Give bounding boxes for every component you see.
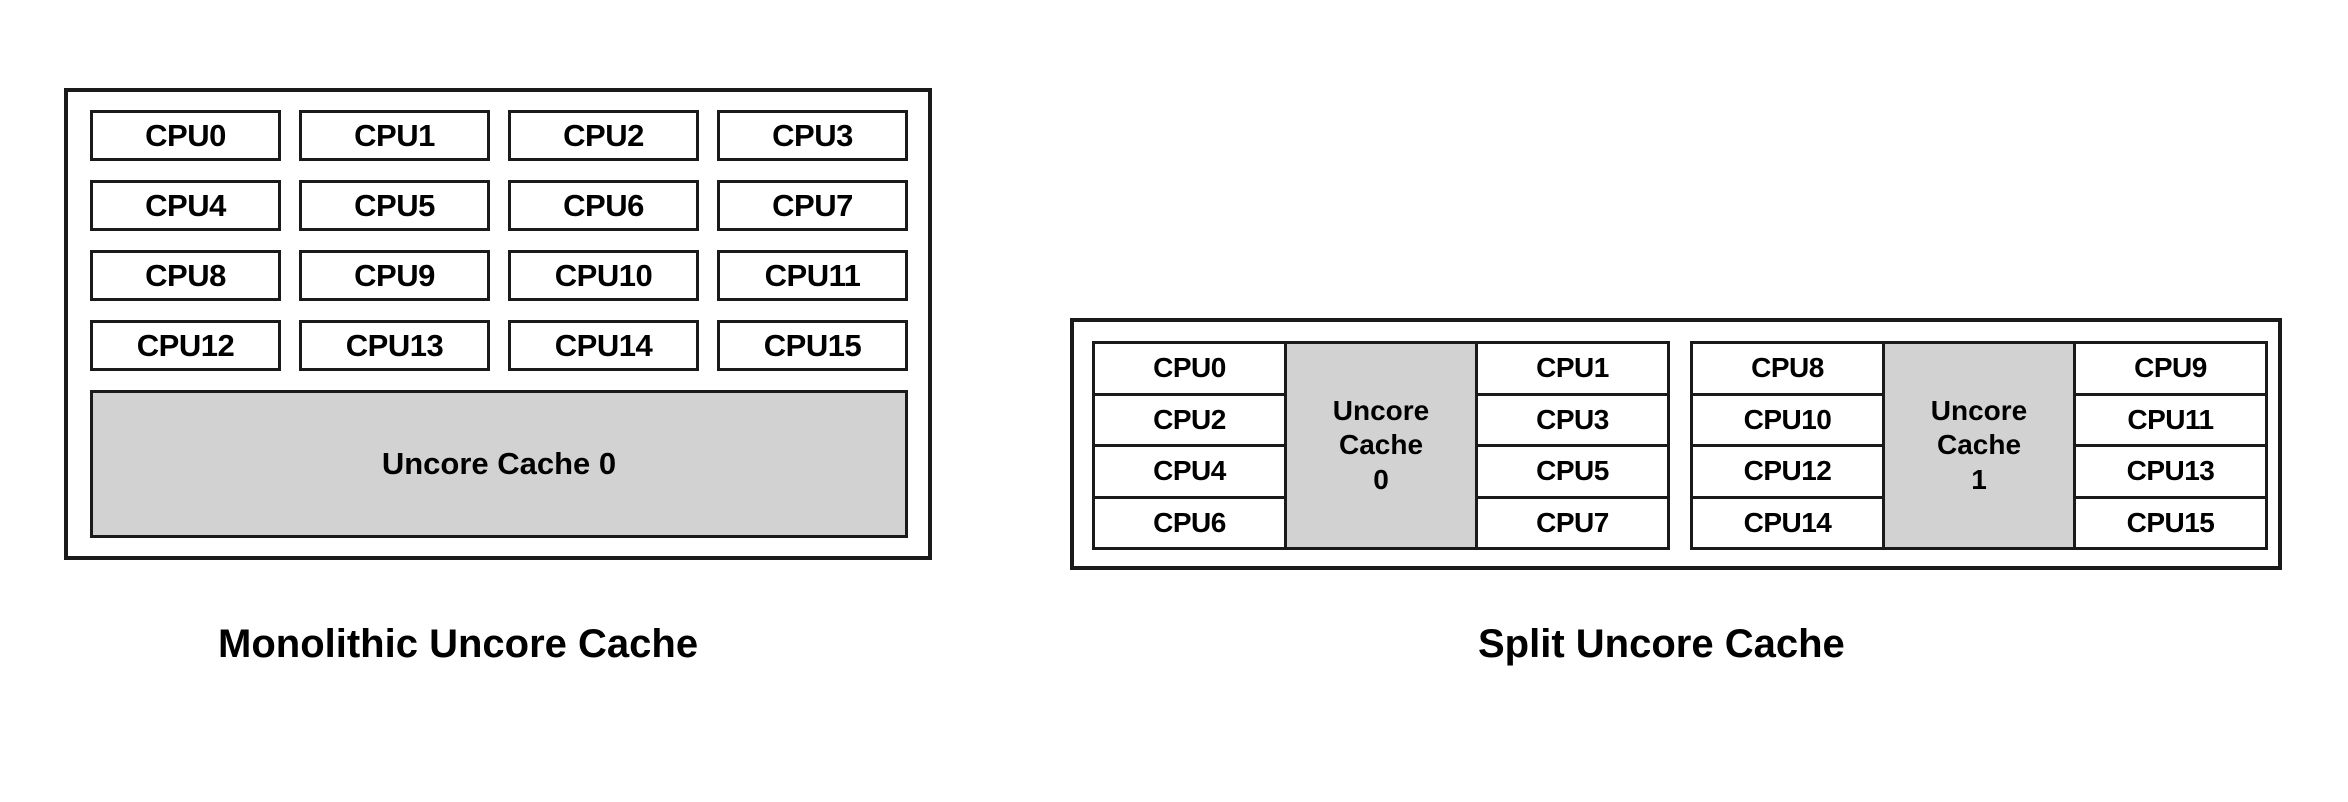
split-group-0-cache-column: Uncore Cache 0	[1284, 341, 1478, 550]
cpu-box: CPU8	[90, 250, 281, 301]
monolithic-uncore-cache-panel: CPU0 CPU1 CPU2 CPU3 CPU4 CPU5 CPU6 CPU7 …	[64, 88, 932, 560]
cpu-box: CPU1	[1475, 341, 1670, 396]
split-caption: Split Uncore Cache	[1478, 622, 1845, 666]
cpu-box: CPU12	[90, 320, 281, 371]
cpu-box: CPU1	[299, 110, 490, 161]
cpu-box: CPU7	[717, 180, 908, 231]
uncore-cache-block: Uncore Cache 0	[90, 390, 908, 538]
split-group-1-right-cpu-column: CPU9 CPU11 CPU13 CPU15	[2073, 341, 2268, 550]
uncore-cache-label-line-2: Cache	[1936, 429, 2022, 461]
cpu-box: CPU14	[1690, 495, 1885, 550]
cpu-box: CPU7	[1475, 495, 1670, 550]
split-group-0-left-cpu-column: CPU0 CPU2 CPU4 CPU6	[1092, 341, 1287, 550]
monolithic-cpu-grid: CPU0 CPU1 CPU2 CPU3 CPU4 CPU5 CPU6 CPU7 …	[90, 110, 908, 371]
cpu-box: CPU3	[717, 110, 908, 161]
cpu-box: CPU15	[2073, 495, 2268, 550]
cpu-box: CPU11	[717, 250, 908, 301]
cpu-box: CPU10	[1690, 392, 1885, 447]
uncore-cache-index: 0	[1373, 463, 1389, 495]
cpu-box: CPU6	[1092, 495, 1287, 550]
split-group-0-right-cpu-column: CPU1 CPU3 CPU5 CPU7	[1475, 341, 1670, 550]
cpu-box: CPU9	[299, 250, 490, 301]
uncore-cache-index: 1	[1971, 463, 1987, 495]
split-group-container: CPU0 CPU2 CPU4 CPU6 Uncore Cache 0 CPU1 …	[1092, 341, 2268, 550]
cpu-box: CPU2	[1092, 392, 1287, 447]
uncore-cache-block: Uncore Cache 0	[1284, 341, 1478, 550]
cpu-box: CPU13	[299, 320, 490, 371]
uncore-cache-label-line-1: Uncore	[1930, 395, 2028, 427]
split-group-1-left-cpu-column: CPU8 CPU10 CPU12 CPU14	[1690, 341, 1885, 550]
cpu-box: CPU5	[299, 180, 490, 231]
cpu-box: CPU2	[508, 110, 699, 161]
cpu-box: CPU4	[90, 180, 281, 231]
monolithic-caption: Monolithic Uncore Cache	[218, 622, 699, 666]
cpu-box: CPU13	[2073, 444, 2268, 499]
cpu-box: CPU5	[1475, 444, 1670, 499]
cpu-box: CPU0	[90, 110, 281, 161]
split-group-0: CPU0 CPU2 CPU4 CPU6 Uncore Cache 0 CPU1 …	[1092, 341, 1670, 550]
cpu-box: CPU15	[717, 320, 908, 371]
split-group-1-cache-column: Uncore Cache 1	[1882, 341, 2076, 550]
cpu-box: CPU0	[1092, 341, 1287, 396]
cpu-box: CPU11	[2073, 392, 2268, 447]
split-group-1: CPU8 CPU10 CPU12 CPU14 Uncore Cache 1 CP…	[1690, 341, 2268, 550]
uncore-cache-block: Uncore Cache 1	[1882, 341, 2076, 550]
cpu-box: CPU6	[508, 180, 699, 231]
cpu-box: CPU10	[508, 250, 699, 301]
split-uncore-cache-panel: CPU0 CPU2 CPU4 CPU6 Uncore Cache 0 CPU1 …	[1070, 318, 2282, 570]
cpu-box: CPU14	[508, 320, 699, 371]
cpu-box: CPU9	[2073, 341, 2268, 396]
uncore-cache-label-line-2: Cache	[1338, 429, 1424, 461]
uncore-cache-label-line-1: Uncore	[1332, 395, 1430, 427]
cpu-box: CPU12	[1690, 444, 1885, 499]
cpu-box: CPU3	[1475, 392, 1670, 447]
cpu-box: CPU4	[1092, 444, 1287, 499]
cpu-box: CPU8	[1690, 341, 1885, 396]
